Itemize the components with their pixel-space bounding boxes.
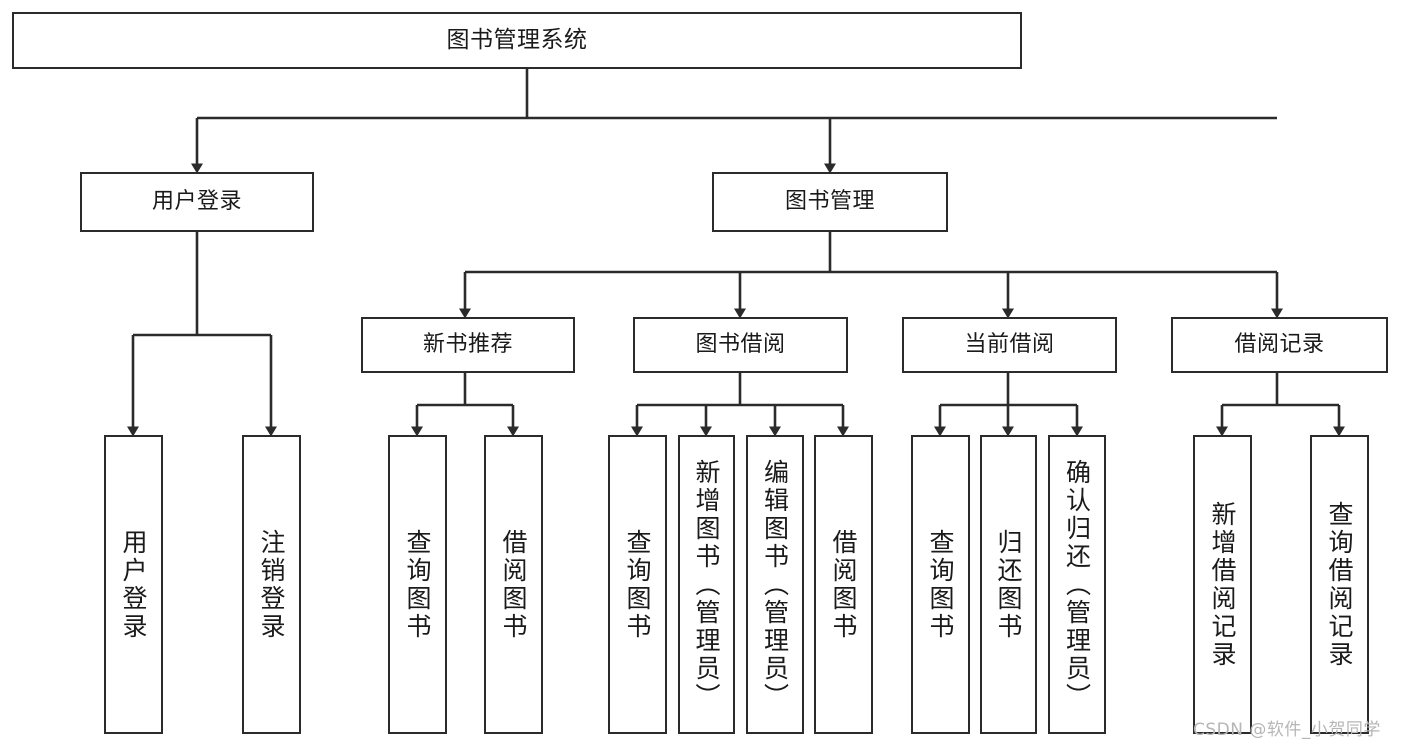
node-label: 注销登录 [257, 528, 286, 641]
leaf-user-login-sign-out[interactable]: 注销登录 [242, 435, 301, 734]
leaf-new-book-borrow-book[interactable]: 借阅图书 [484, 435, 543, 734]
node-label: 新书推荐 [422, 331, 513, 357]
node-label: 新增图书（管理员） [692, 458, 721, 711]
node-label: 图书管理 [784, 188, 875, 214]
leaf-book-borrow-query-book[interactable]: 查询图书 [608, 435, 667, 734]
leaf-current-borrow-confirm-return-admin[interactable]: 确认归还（管理员） [1048, 435, 1106, 734]
node-label: 用户登录 [119, 528, 148, 641]
node-label: 确认归还（管理员） [1062, 458, 1092, 711]
node-label: 归还图书 [994, 528, 1023, 641]
leaf-borrow-record-query-record[interactable]: 查询借阅记录 [1310, 435, 1369, 734]
leaf-book-borrow-borrow-book[interactable]: 借阅图书 [814, 435, 873, 734]
node-label: 查询借阅记录 [1325, 500, 1354, 669]
node-label: 借阅图书 [499, 528, 528, 641]
leaf-book-borrow-add-book-admin[interactable]: 新增图书（管理员） [678, 435, 735, 734]
node-label: 编辑图书（管理员） [760, 458, 790, 711]
node-new-book-recommend[interactable]: 新书推荐 [361, 317, 575, 373]
node-current-borrow[interactable]: 当前借阅 [902, 317, 1117, 373]
node-book-management[interactable]: 图书管理 [712, 172, 948, 232]
leaf-user-login-sign-in[interactable]: 用户登录 [104, 435, 163, 734]
leaf-new-book-query-book[interactable]: 查询图书 [388, 435, 447, 734]
node-borrow-record[interactable]: 借阅记录 [1171, 317, 1388, 373]
node-label: 查询图书 [926, 528, 955, 641]
node-label: 用户登录 [151, 188, 242, 214]
node-label: 借阅图书 [829, 528, 858, 641]
leaf-book-borrow-edit-book-admin[interactable]: 编辑图书（管理员） [746, 435, 804, 734]
leaf-current-borrow-return-book[interactable]: 归还图书 [980, 435, 1037, 734]
node-label: 查询图书 [403, 528, 432, 641]
node-label: 新增借阅记录 [1208, 500, 1237, 669]
node-root-book-management-system[interactable]: 图书管理系统 [12, 12, 1022, 69]
node-label: 当前借阅 [964, 331, 1055, 357]
node-label: 查询图书 [623, 528, 652, 641]
node-label: 图书借阅 [695, 331, 786, 357]
node-label: 图书管理系统 [446, 26, 588, 53]
csdn-watermark: CSDN @软件_小贺同学 [1193, 720, 1381, 740]
node-label: 借阅记录 [1234, 331, 1325, 357]
leaf-current-borrow-query-book[interactable]: 查询图书 [911, 435, 970, 734]
node-user-login[interactable]: 用户登录 [80, 172, 314, 232]
leaf-borrow-record-add-record[interactable]: 新增借阅记录 [1193, 435, 1252, 734]
node-book-borrow[interactable]: 图书借阅 [633, 317, 848, 373]
